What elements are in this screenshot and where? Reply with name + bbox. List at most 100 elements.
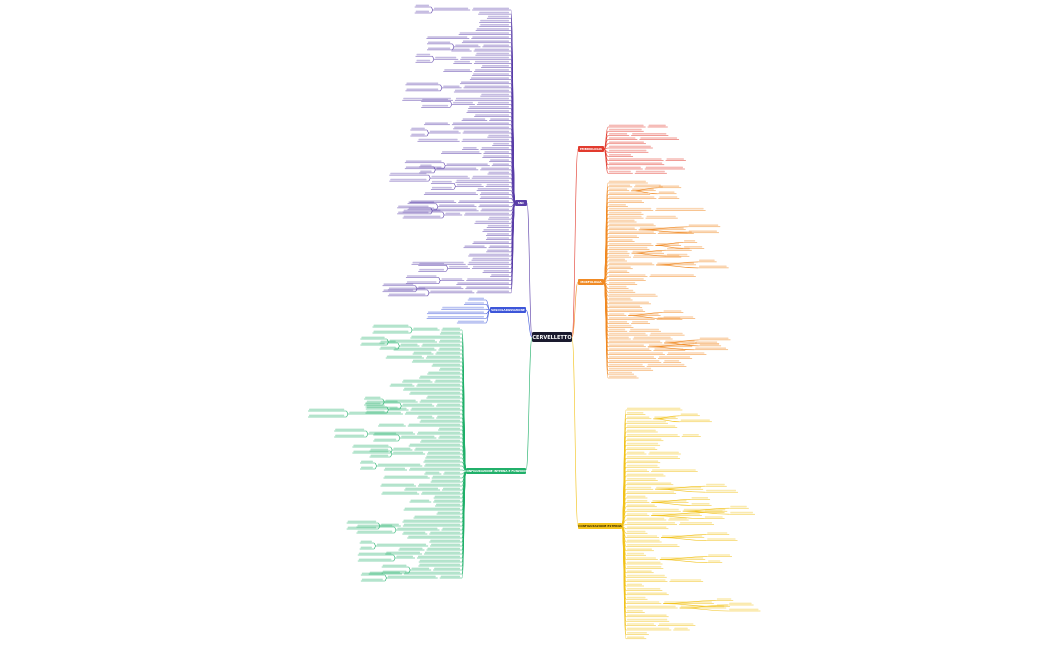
connector-line: [679, 607, 729, 612]
leaf-node-text-block: [609, 162, 663, 164]
leaf-node-text-block: [482, 65, 509, 67]
leaf-node-text-block: [434, 495, 460, 498]
leaf-node-text-block: [366, 410, 385, 413]
leaf-node-text-block: [411, 127, 425, 130]
leaf-node-text-block: [489, 216, 509, 219]
leaf-node-text-block: [413, 327, 438, 330]
leaf-node-text-block: [639, 227, 684, 229]
leaf-node-text-block: [667, 352, 705, 354]
leaf-node-text-block: [390, 383, 413, 386]
leaf-node-text-block: [360, 540, 372, 543]
leaf-node-text-block: [468, 297, 484, 300]
leaf-node-text-block: [457, 320, 484, 323]
leaf-node-text-block: [627, 552, 645, 555]
leaf-node-text-block: [469, 253, 509, 256]
branch-configurazione-interna[interactable]: CONFIGURAZIONE INTERNA E FUNZIONE: [464, 468, 528, 474]
leaf-node-text-block: [437, 403, 460, 406]
leaf-node-text-block: [373, 324, 409, 327]
leaf-node-text-block: [627, 495, 646, 498]
leaf-node-text-block: [361, 460, 373, 463]
leaf-node-text-block: [470, 77, 509, 79]
connector-line: [603, 281, 609, 379]
leaf-node-text-block: [410, 391, 460, 394]
leaf-node-text-block: [406, 275, 437, 277]
leaf-node-text-block: [609, 285, 627, 288]
leaf-node-text-block: [480, 19, 509, 22]
leaf-node-text-block: [658, 231, 692, 233]
leaf-node-text-block: [467, 110, 509, 112]
leaf-node-text-block: [456, 179, 509, 182]
leaf-node-text-block: [440, 331, 460, 334]
leaf-node-text-block: [609, 282, 636, 284]
connector-line: [408, 569, 411, 574]
leaf-node-text-block: [377, 463, 421, 466]
leaf-node-text-block: [609, 344, 644, 346]
connector-line: [449, 104, 453, 108]
leaf-node-text-block: [627, 588, 661, 590]
leaf-node-text-block: [405, 160, 442, 162]
leaf-node-text-block: [472, 265, 509, 268]
leaf-node-text-block: [420, 399, 460, 402]
leaf-node-text-block: [627, 416, 650, 418]
leaf-node-text-block: [609, 196, 655, 198]
leaf-node-text-block: [418, 138, 458, 141]
connector-line: [394, 529, 397, 534]
leaf-node-text-block: [656, 207, 704, 210]
root-node[interactable]: CERVELLETTO: [532, 332, 572, 342]
leaf-node-text-block: [432, 363, 460, 366]
leaf-node-text-block: [658, 191, 675, 193]
leaf-node-text-block: [609, 239, 633, 241]
leaf-node-text-block: [627, 596, 646, 599]
leaf-node-text-block: [474, 60, 509, 63]
leaf-node-text-block: [431, 186, 452, 189]
leaf-node-text-block: [401, 435, 435, 438]
leaf-node-text-block: [406, 281, 437, 283]
connector-line: [366, 430, 369, 435]
leaf-node-text-block: [430, 539, 460, 542]
leaf-node-text-block: [609, 188, 628, 190]
leaf-node-text-block: [483, 229, 509, 231]
leaf-node-text-block: [444, 471, 460, 474]
leaf-node-text-block: [609, 301, 649, 304]
branch-configurazione-esterna[interactable]: CONFIGURAZIONE ESTERNA: [578, 523, 623, 529]
leaf-node-text-block: [384, 475, 428, 478]
leaf-node-text-block: [481, 167, 509, 170]
leaf-node-text-block: [666, 158, 684, 160]
branch-embriologia[interactable]: EMBRIOLOGIA: [578, 146, 604, 152]
leaf-node-text-block: [664, 360, 680, 362]
leaf-node-text-block: [627, 517, 665, 520]
leaf-node-text-block: [396, 555, 413, 558]
leaf-node-text-block: [403, 531, 426, 534]
leaf-node-text-block: [688, 230, 717, 232]
leaf-node-text-block: [609, 371, 633, 374]
leaf-node-text-block: [609, 137, 636, 139]
branch-snc[interactable]: SNC: [515, 200, 527, 206]
leaf-node-text-block: [627, 460, 659, 462]
leaf-node-text-block: [358, 558, 392, 561]
leaf-node-text-block: [609, 262, 653, 265]
branch-morfologia[interactable]: MORFOLOGIA: [578, 279, 604, 285]
leaf-node-text-block: [417, 555, 460, 558]
leaf-node-text-block: [480, 24, 509, 26]
leaf-node-text-block: [456, 183, 482, 186]
leaf-node-text-block: [609, 145, 651, 148]
leaf-node-text-block: [627, 513, 648, 515]
leaf-node-text-block: [487, 224, 509, 227]
leaf-node-text-block: [449, 265, 468, 268]
leaf-node-text-block: [389, 339, 435, 342]
leaf-node-text-block: [462, 40, 509, 42]
leaf-node-text-block: [404, 387, 460, 390]
leaf-node-text-block: [682, 434, 699, 436]
connector-line: [452, 43, 455, 48]
connector-line: [393, 554, 396, 559]
leaf-node-text-block: [442, 151, 480, 153]
leaf-node-text-block: [627, 508, 679, 511]
leaf-node-text-block: [635, 170, 665, 173]
branch-embriologia-label: EMBRIOLOGIA: [580, 147, 603, 151]
leaf-node-text-block: [385, 399, 416, 402]
branch-vascolarizzazione[interactable]: VASCOLARIZZAZIONE: [490, 307, 526, 313]
leaf-node-text-block: [660, 557, 704, 559]
leaf-node-text-block: [445, 212, 461, 215]
leaf-node-text-block: [647, 363, 685, 366]
